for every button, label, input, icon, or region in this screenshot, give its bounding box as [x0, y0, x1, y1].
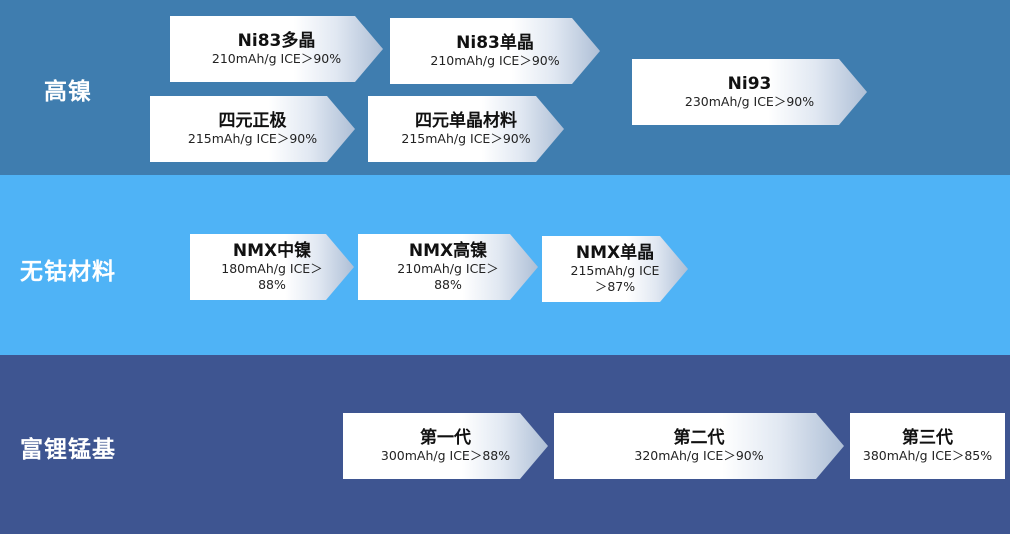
box-nmx-high-nickel: NMX高镍 210mAh/g ICE＞ 88% [358, 234, 538, 300]
box-title: NMX单晶 [575, 243, 655, 263]
box-spec-line2: 88% [434, 277, 462, 292]
box-title: 四元正极 [218, 111, 287, 131]
box-nmx-single-crystal: NMX单晶 215mAh/g ICE ＞87% [542, 236, 688, 302]
box-title: NMX高镍 [408, 241, 488, 261]
box-gen3: 第三代 380mAh/g ICE＞85% [850, 413, 1005, 479]
row-label-high-nickel: 高镍 [44, 79, 92, 105]
box-quaternary: 四元正极 215mAh/g ICE＞90% [150, 96, 355, 162]
row-label-cobalt-free: 无钴材料 [20, 259, 116, 285]
box-gen2: 第二代 320mAh/g ICE＞90% [554, 413, 844, 479]
box-spec: 210mAh/g ICE＞90% [430, 53, 560, 68]
box-spec-line1: 180mAh/g ICE＞ [221, 261, 323, 276]
row-label-li-rich-mn: 富锂锰基 [20, 437, 116, 463]
box-spec-line1: 215mAh/g ICE [570, 263, 660, 278]
box-nmx-mid-nickel: NMX中镍 180mAh/g ICE＞ 88% [190, 234, 354, 300]
box-spec-line2: ＞87% [594, 279, 636, 294]
box-spec: 300mAh/g ICE＞88% [380, 448, 511, 463]
box-title: 四元单晶材料 [415, 111, 517, 131]
box-spec: 380mAh/g ICE＞85% [862, 448, 993, 463]
box-title: 第三代 [902, 428, 953, 448]
box-title: Ni83多晶 [237, 31, 316, 51]
box-quaternary-single: 四元单晶材料 215mAh/g ICE＞90% [368, 96, 564, 162]
box-spec: 215mAh/g ICE＞90% [401, 131, 531, 146]
box-title: 第一代 [420, 428, 471, 448]
box-title: Ni83单晶 [456, 33, 534, 53]
box-spec-line2: 88% [258, 277, 286, 292]
box-spec: 230mAh/g ICE＞90% [684, 94, 815, 109]
box-ni83-single: Ni83单晶 210mAh/g ICE＞90% [390, 18, 600, 84]
box-ni83-poly: Ni83多晶 210mAh/g ICE＞90% [170, 16, 383, 82]
box-spec-line1: 210mAh/g ICE＞ [397, 261, 499, 276]
box-spec: 210mAh/g ICE＞90% [211, 51, 342, 66]
box-title: Ni93 [727, 74, 772, 94]
box-ni93: Ni93 230mAh/g ICE＞90% [632, 59, 867, 125]
box-gen1: 第一代 300mAh/g ICE＞88% [343, 413, 548, 479]
box-spec: 320mAh/g ICE＞90% [634, 448, 764, 463]
box-spec: 215mAh/g ICE＞90% [187, 131, 318, 146]
box-title: 第二代 [673, 428, 725, 448]
box-title: NMX中镍 [232, 241, 312, 261]
